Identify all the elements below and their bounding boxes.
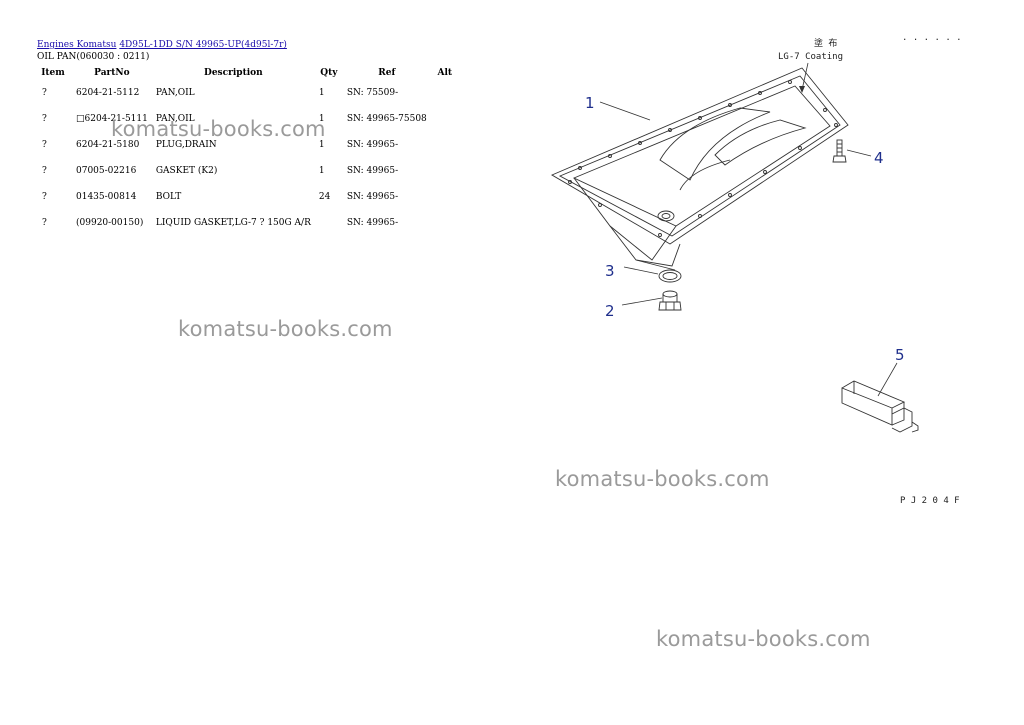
cell-alt — [431, 158, 459, 184]
watermark: komatsu-books.com — [178, 317, 393, 341]
table-row: ? 6204-21-5180 PLUG,DRAIN 1 SN: 49965- — [34, 132, 459, 158]
cell-description: PAN,OIL — [155, 88, 195, 98]
drain-plug-drawing — [658, 290, 682, 311]
liquid-gasket-tube-drawing — [841, 380, 919, 433]
watermark: komatsu-books.com — [656, 627, 871, 651]
header-partno: PartNo — [94, 68, 130, 78]
cell-partno: □6204-21-5111 — [76, 114, 148, 124]
cell-ref: SN: 49965- — [346, 140, 399, 150]
watermark: komatsu-books.com — [111, 117, 326, 141]
gasket-drawing — [658, 269, 682, 283]
coating-label: LG-7 Coating — [778, 52, 843, 62]
callout-leaders — [599, 101, 898, 397]
bolt-drawing — [832, 139, 847, 163]
table-row: ? (09920-00150) LIQUID GASKET,LG-7 ? 150… — [34, 210, 459, 236]
breadcrumb-link-model[interactable]: 4D95L-1DD S/N 49965-UP(4d95l-7r) — [119, 40, 287, 50]
callout-2: 2 — [605, 302, 615, 320]
callout-1: 1 — [585, 94, 595, 112]
cell-item: ? — [42, 114, 47, 124]
cell-ref: SN: 75509- — [346, 88, 399, 98]
cell-ref: SN: 49965- — [346, 166, 399, 176]
callout-3: 3 — [605, 262, 615, 280]
coating-mark: 塗 布 — [814, 37, 837, 49]
cell-qty: 1 — [318, 140, 325, 150]
breadcrumb: Engines Komatsu 4D95L-1DD S/N 49965-UP(4… — [37, 40, 287, 50]
figure-code: P J 2 0 4 F 1 — [900, 496, 960, 506]
table-row: ? 01435-00814 BOLT 24 SN: 49965- — [34, 184, 459, 210]
cell-alt — [431, 132, 459, 158]
coating-arrow-icon — [799, 86, 805, 93]
cell-description: LIQUID GASKET,LG-7 ? 150G A/R — [155, 218, 311, 228]
header-description: Description — [204, 68, 263, 78]
table-header-row: Item PartNo Description Qty Ref Alt — [34, 66, 459, 80]
cell-partno: (09920-00150) — [76, 218, 144, 228]
cell-ref: SN: 49965- — [346, 192, 399, 202]
leader-2 — [621, 297, 663, 306]
cell-item: ? — [42, 166, 47, 176]
cell-partno: 6204-21-5112 — [76, 88, 140, 98]
cell-partno: 01435-00814 — [76, 192, 137, 202]
leader-3 — [623, 266, 659, 275]
cell-ref: SN: 49965-75508 — [346, 114, 427, 124]
cell-qty: 1 — [318, 114, 325, 124]
leader-1 — [599, 101, 651, 121]
cell-partno: 6204-21-5180 — [76, 140, 140, 150]
cell-item: ? — [42, 88, 47, 98]
callout-5: 5 — [895, 346, 905, 364]
cell-alt — [431, 80, 459, 106]
cell-alt — [431, 184, 459, 210]
cell-description: GASKET (K2) — [155, 166, 218, 176]
coating-leader — [801, 62, 809, 91]
cell-partno: 07005-02216 — [76, 166, 137, 176]
header-ref: Ref — [378, 68, 396, 78]
cell-item: ? — [42, 140, 47, 150]
cell-description: BOLT — [155, 192, 182, 202]
cell-alt — [431, 106, 459, 132]
page-subtitle: OIL PAN(060030 : 0211) — [37, 52, 150, 62]
cell-qty: 1 — [318, 166, 325, 176]
table-row: ? 6204-21-5112 PAN,OIL 1 SN: 75509- — [34, 80, 459, 106]
table-row: ? □6204-21-5111 PAN,OIL 1 SN: 49965-7550… — [34, 106, 459, 132]
cell-item: ? — [42, 218, 47, 228]
header-qty: Qty — [320, 68, 338, 78]
header-alt: Alt — [437, 68, 453, 78]
cell-alt — [431, 210, 459, 236]
breadcrumb-link-engines[interactable]: Engines Komatsu — [37, 40, 117, 50]
cell-description: PAN,OIL — [155, 114, 195, 124]
parts-table: Item PartNo Description Qty Ref Alt ? 62… — [34, 66, 459, 236]
cell-ref: SN: 49965- — [346, 218, 399, 228]
leader-5 — [877, 362, 898, 397]
callout-4: 4 — [874, 149, 884, 167]
oil-pan-drawing — [551, 67, 849, 271]
parts-diagram: . . . . . . . 塗 布 LG-7 Coating — [551, 33, 960, 506]
leader-4 — [846, 149, 872, 157]
header-item: Item — [41, 68, 65, 78]
watermark: komatsu-books.com — [555, 467, 770, 491]
cell-qty — [315, 210, 343, 236]
cell-item: ? — [42, 192, 47, 202]
cell-description: PLUG,DRAIN — [155, 140, 217, 150]
table-row: ? 07005-02216 GASKET (K2) 1 SN: 49965- — [34, 158, 459, 184]
cell-qty: 24 — [318, 192, 331, 202]
cell-qty: 1 — [318, 88, 325, 98]
corner-mark: . . . . . . . — [902, 33, 960, 43]
